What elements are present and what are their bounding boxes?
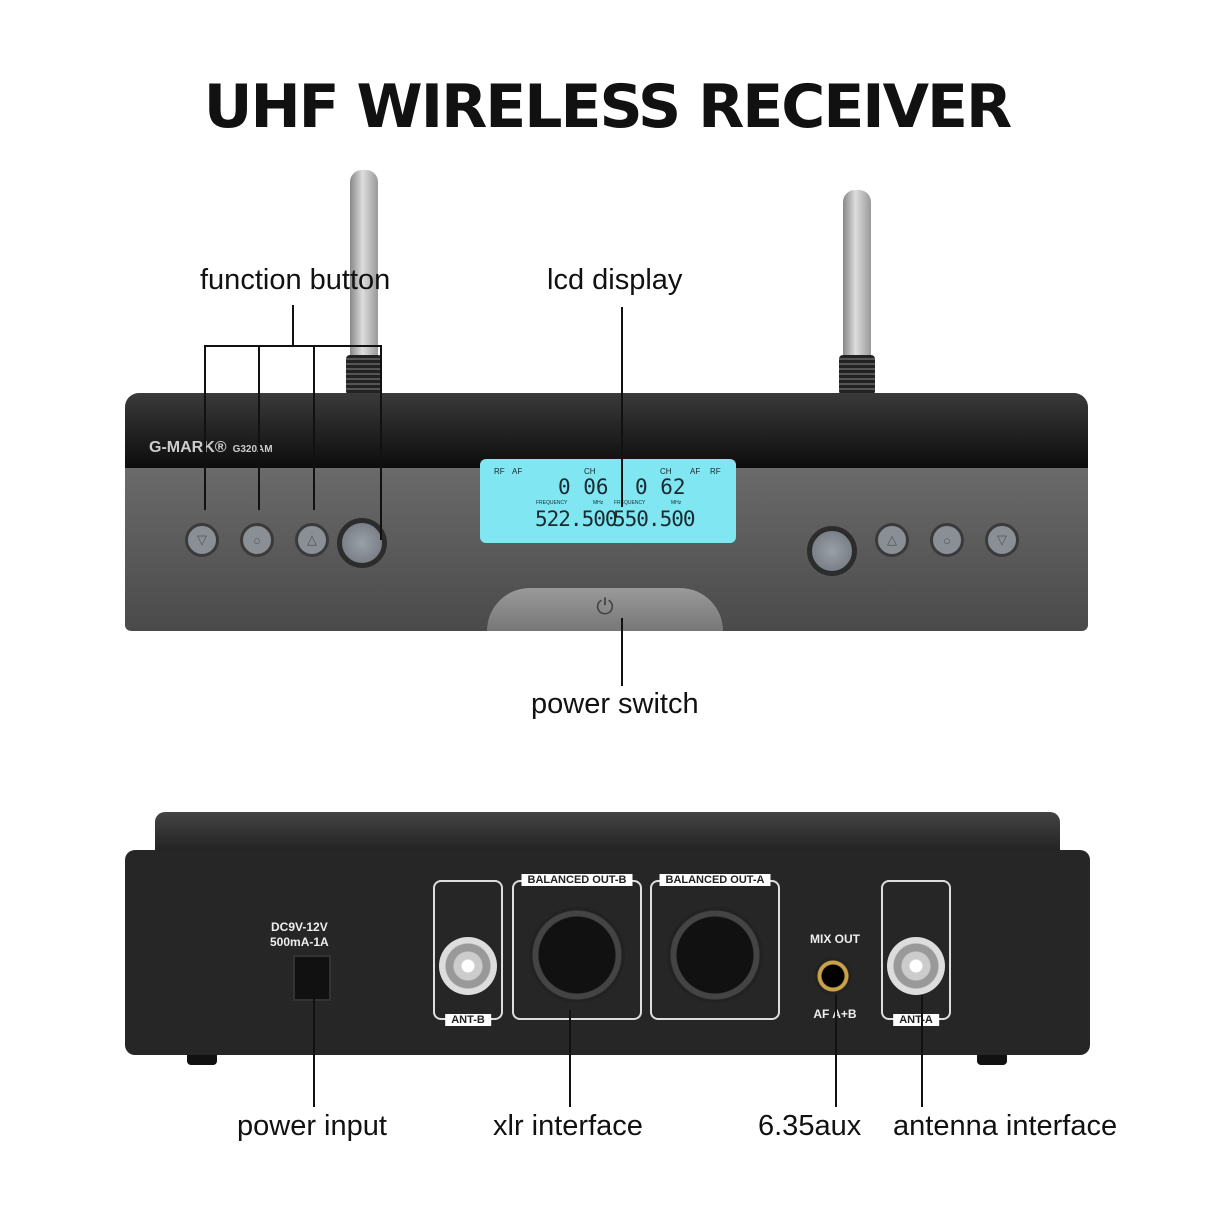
down-button-b[interactable]: ▽ bbox=[985, 523, 1019, 557]
lcd-right-channel: 0 62 bbox=[635, 475, 686, 499]
lcd-display: RF AF CH CH AF RF 0 06 0 62 FREQUENCY MH… bbox=[480, 459, 736, 543]
brand-logo: G-MARK®G320AM bbox=[149, 439, 273, 456]
dc-power-jack[interactable] bbox=[293, 955, 331, 1001]
aux-jack[interactable] bbox=[814, 957, 852, 995]
up-button-b[interactable]: △ bbox=[875, 523, 909, 557]
antenna-right-base bbox=[839, 355, 875, 395]
lcd-af: AF bbox=[690, 467, 701, 476]
callout-xlr-interface: xlr interface bbox=[493, 1110, 643, 1142]
callout-power-input: power input bbox=[237, 1110, 387, 1142]
lcd-left-frequency: 522.500 bbox=[535, 507, 618, 531]
lcd-rf: RF bbox=[710, 467, 721, 476]
callout-function-button: function button bbox=[200, 264, 391, 296]
up-button[interactable]: △ bbox=[295, 523, 329, 557]
balanced-out-b-panel: BALANCED OUT-B bbox=[512, 874, 642, 1020]
ant-b-panel: ANT-B bbox=[433, 880, 503, 1026]
page-title: UHF WIRELESS RECEIVER bbox=[203, 72, 1013, 142]
ant-a-panel: ANT-A bbox=[881, 880, 951, 1026]
ant-b-connector[interactable] bbox=[439, 937, 497, 995]
lcd-freq-label: FREQUENCY bbox=[614, 500, 646, 506]
set-button-b[interactable]: ○ bbox=[930, 523, 964, 557]
callout-antenna-interface: antenna interface bbox=[893, 1110, 1118, 1142]
lcd-mhz-right: MHz bbox=[671, 500, 682, 506]
antenna-left-base bbox=[346, 355, 382, 395]
lcd-freq-label: FREQUENCY bbox=[536, 500, 568, 506]
lcd-ch: CH bbox=[660, 467, 672, 476]
callout-aux: 6.35aux bbox=[758, 1110, 862, 1142]
xlr-out-b[interactable] bbox=[529, 907, 625, 1003]
power-switch[interactable]: ⏻ bbox=[487, 588, 723, 631]
antenna-left bbox=[350, 170, 378, 360]
power-icon: ⏻ bbox=[596, 594, 614, 619]
balanced-out-a-panel: BALANCED OUT-A bbox=[650, 874, 780, 1020]
callout-lcd-display: lcd display bbox=[547, 264, 683, 296]
af-mix-label: AF A+B bbox=[813, 1007, 857, 1021]
volume-knob-right[interactable] bbox=[807, 526, 857, 576]
receiver-front: G-MARK®G320AM RF AF CH CH AF RF 0 06 0 6… bbox=[125, 393, 1088, 631]
volume-knob-left[interactable] bbox=[337, 518, 387, 568]
ant-a-connector[interactable] bbox=[887, 937, 945, 995]
mix-out-label: MIX OUT bbox=[810, 932, 860, 946]
set-button[interactable]: ○ bbox=[240, 523, 274, 557]
lcd-mhz-left: MHz bbox=[593, 500, 604, 506]
antenna-right bbox=[843, 190, 871, 360]
lcd-af: AF bbox=[512, 467, 523, 476]
lcd-rf: RF bbox=[494, 467, 505, 476]
lcd-ch: CH bbox=[584, 467, 596, 476]
down-button[interactable]: ▽ bbox=[185, 523, 219, 557]
callout-power-switch: power switch bbox=[531, 688, 699, 720]
lcd-left-channel: 0 06 bbox=[558, 475, 609, 499]
xlr-out-a[interactable] bbox=[667, 907, 763, 1003]
lcd-right-frequency: 550.500 bbox=[613, 507, 696, 531]
